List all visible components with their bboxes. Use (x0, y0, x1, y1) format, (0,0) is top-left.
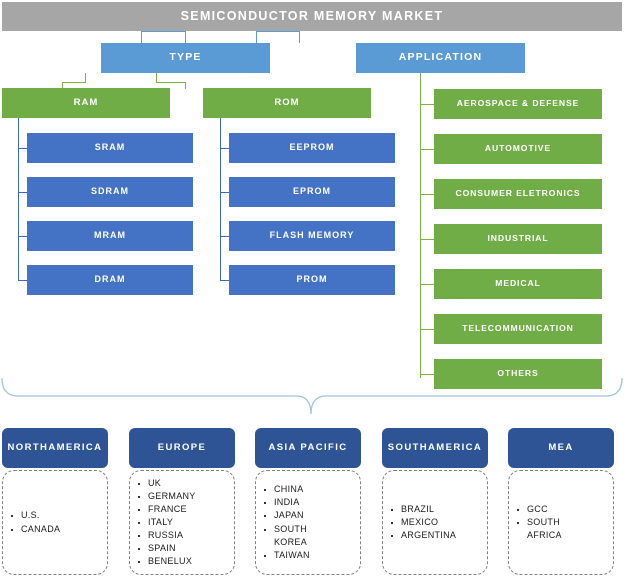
node-ram[interactable]: RAM (2, 88, 170, 118)
region-list-north-america: U.S. CANADA (2, 470, 108, 575)
connector-application-stem (299, 31, 301, 43)
node-flash-memory[interactable]: FLASH MEMORY (229, 221, 395, 251)
connector-app-tick-7 (420, 373, 434, 375)
connector-ram-tick-4 (18, 279, 28, 281)
connector-type-down-left (85, 73, 87, 82)
connector-title-horiz-left (141, 31, 186, 33)
list-item: UK (138, 477, 196, 490)
node-aerospace-defense[interactable]: AEROSPACE & DEFENSE (434, 89, 602, 119)
list-item: SOUTH (517, 516, 562, 529)
region-list-mea: GCC SOUTH AFRICA (508, 470, 614, 575)
diagram-title: SEMICONDUCTOR MEMORY MARKET (2, 2, 622, 31)
region-header-mea[interactable]: MEA (508, 428, 614, 468)
region-list-asia-pacific: CHINA INDIA JAPAN SOUTH KOREA TAIWAN (255, 470, 361, 575)
region-name-line2: AMERICA (48, 441, 103, 453)
connector-rom-tick-2 (220, 191, 230, 193)
region-header-asia-pacific[interactable]: ASIA PACIFIC (255, 428, 361, 468)
connector-app-tick-6 (420, 328, 434, 330)
connector-rom-stem (185, 82, 187, 89)
list-item: BENELUX (138, 555, 196, 568)
region-name-line1: MEA (548, 441, 574, 453)
list-item: MEXICO (390, 516, 456, 529)
connector-app-tick-5 (420, 283, 434, 285)
region-name-line2: AMERICA (428, 441, 483, 453)
connector-rom-tick-3 (220, 235, 230, 237)
connector-ram-tick-1 (18, 147, 28, 149)
node-rom[interactable]: ROM (203, 88, 371, 118)
connector-rom-tick-1 (220, 147, 230, 149)
region-name-line1: SOUTH (387, 441, 429, 453)
list-item-continuation: AFRICA (527, 530, 562, 541)
list-item: CANADA (10, 523, 60, 536)
list-item: TAIWAN (264, 549, 310, 562)
region-list-south-america: BRAZIL MEXICO ARGENTINA (382, 470, 488, 575)
node-sdram[interactable]: SDRAM (27, 177, 193, 207)
connector-type-down-right (156, 73, 158, 82)
connector-type-horiz-right (156, 82, 186, 84)
node-type[interactable]: TYPE (101, 43, 270, 73)
connector-app-tick-4 (420, 238, 434, 240)
node-others[interactable]: OTHERS (434, 359, 602, 389)
connector-application-spine (420, 73, 422, 378)
list-item: U.S. (10, 509, 60, 522)
connector-title-stem-right (256, 31, 258, 43)
list-item: SOUTH (264, 523, 310, 536)
connector-app-tick-3 (420, 193, 434, 195)
region-header-north-america[interactable]: NORTH AMERICA (2, 428, 108, 468)
list-item: GERMANY (138, 490, 196, 503)
connector-title-stem-left (185, 31, 187, 43)
connector-app-tick-2 (420, 148, 434, 150)
list-item: INDIA (264, 496, 310, 509)
connector-ram-tick-3 (18, 235, 28, 237)
connector-rom-tick-4 (220, 279, 230, 281)
node-consumer-electronics[interactable]: CONSUMER ELETRONICS (434, 179, 602, 209)
region-name-line1: NORTH (7, 441, 49, 453)
connector-ram-tick-2 (18, 191, 28, 193)
node-telecommunication[interactable]: TELECOMMUNICATION (434, 314, 602, 344)
connector-title-horiz-right (256, 31, 300, 33)
list-item-continuation: KOREA (274, 536, 308, 547)
region-header-europe[interactable]: EUROPE (129, 428, 235, 468)
region-header-south-america[interactable]: SOUTH AMERICA (382, 428, 488, 468)
list-item: FRANCE (138, 503, 196, 516)
list-item: RUSSIA (138, 529, 196, 542)
connector-app-tick-1 (420, 103, 434, 105)
node-application[interactable]: APPLICATION (356, 43, 525, 73)
region-list-europe: UK GERMANY FRANCE ITALY RUSSIA SPAIN BEN… (129, 470, 235, 575)
connector-type-stem (141, 31, 143, 43)
node-prom[interactable]: PROM (229, 265, 395, 295)
list-item: ARGENTINA (390, 529, 456, 542)
node-eprom[interactable]: EPROM (229, 177, 395, 207)
list-item: CHINA (264, 483, 310, 496)
region-name-line1: ASIA PACIFIC (268, 441, 348, 453)
node-eeprom[interactable]: EEPROM (229, 133, 395, 163)
connector-ram-stem (62, 82, 64, 89)
node-dram[interactable]: DRAM (27, 265, 193, 295)
connector-type-horiz-left (62, 82, 86, 84)
list-item: SPAIN (138, 542, 196, 555)
connector-rom-spine (220, 118, 222, 281)
node-industrial[interactable]: INDUSTRIAL (434, 224, 602, 254)
node-medical[interactable]: MEDICAL (434, 269, 602, 299)
connector-ram-spine (18, 118, 20, 281)
list-item: JAPAN (264, 509, 310, 522)
node-sram[interactable]: SRAM (27, 133, 193, 163)
list-item: GCC (517, 503, 562, 516)
connector-regions-brace (1, 377, 623, 415)
list-item: BRAZIL (390, 503, 456, 516)
list-item: ITALY (138, 516, 196, 529)
node-automotive[interactable]: AUTOMOTIVE (434, 134, 602, 164)
node-mram[interactable]: MRAM (27, 221, 193, 251)
region-name-line1: EUROPE (157, 441, 207, 453)
